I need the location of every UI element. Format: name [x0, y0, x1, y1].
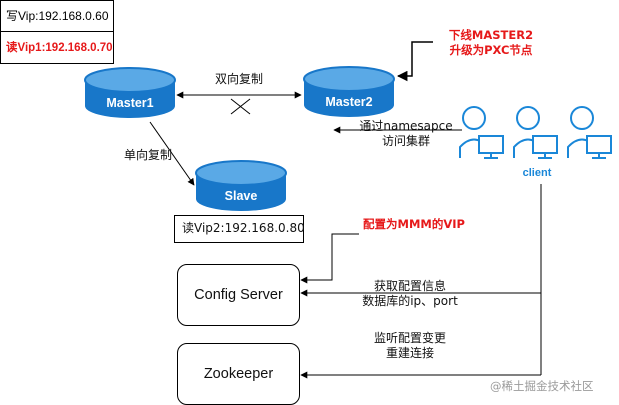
cross-mark-icon: [230, 98, 251, 115]
zookeeper-label: Zookeeper: [203, 366, 274, 382]
bidirectional-replication-label: 双向复制: [215, 72, 264, 86]
watermark: @稀土掘金技术社区: [490, 379, 594, 393]
vip-box-divider: [1, 31, 113, 32]
namespace-access-line2: 访问集群: [381, 134, 430, 148]
write-vip-label: 写Vip:192.168.0.60: [6, 9, 109, 23]
offline-master2-label: 下线MASTER2 升级为PXC节点: [436, 28, 546, 58]
slave-database-icon: Slave: [195, 160, 287, 211]
read-vip1-label: 读Vip1:192.168.0.70: [6, 42, 113, 54]
watch-config-line2: 重建连接: [385, 346, 434, 360]
fetch-config-line1: 获取配置信息: [373, 279, 446, 293]
vip-box: 写Vip:192.168.0.60 读Vip1:192.168.0.70: [0, 0, 114, 64]
read-vip2-label: 读Vip2:192.168.0.80: [182, 221, 305, 235]
master2-database-icon: Master2: [303, 66, 395, 117]
offline-master2-line1: 下线MASTER2: [448, 28, 534, 42]
fetch-config-label: 获取配置信息 数据库的ip、port: [350, 279, 470, 309]
offline-master2-line2: 升级为PXC节点: [449, 43, 533, 57]
client-label: client: [523, 167, 552, 179]
namespace-access-line1: 通过namesapce: [359, 119, 453, 133]
master1-label: Master1: [106, 96, 153, 110]
mmm-vip-arrow: [300, 233, 359, 284]
one-way-replication-arrow: [149, 121, 195, 186]
watch-config-label: 监听配置变更 重建连接: [350, 331, 470, 361]
client-user-icon: [513, 106, 558, 159]
read-vip2-box: 读Vip2:192.168.0.80: [174, 215, 305, 243]
watch-config-line1: 监听配置变更: [373, 331, 446, 345]
master2-callout-line: [396, 41, 433, 82]
config-mmm-vip-label: 配置为MMM的VIP: [363, 217, 465, 231]
config-server-box: Config Server: [177, 264, 300, 326]
slave-label: Slave: [225, 189, 258, 203]
config-server-label: Config Server: [194, 287, 283, 303]
one-way-replication-label: 单向复制: [124, 148, 173, 162]
master1-database-icon: Master1: [84, 67, 176, 118]
namespace-access-label: 通过namesapce 访问集群: [350, 119, 462, 149]
client-user-icon: [567, 106, 612, 159]
client-user-icon: [459, 106, 504, 159]
master2-label: Master2: [325, 95, 372, 109]
zookeeper-box: Zookeeper: [177, 343, 300, 405]
fetch-config-line2: 数据库的ip、port: [362, 294, 458, 308]
